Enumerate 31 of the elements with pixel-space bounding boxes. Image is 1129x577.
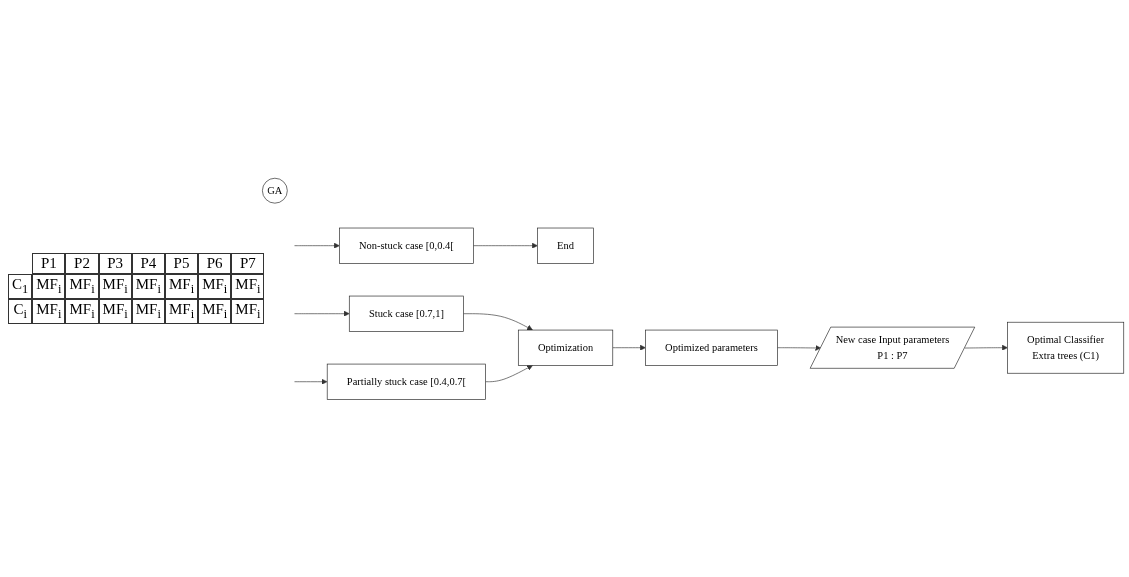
column-header: P7: [231, 253, 265, 274]
table-cell: MF$_{i}$: [198, 299, 232, 324]
node-box: Partially stuck case [0.4,0.7[: [326, 363, 486, 400]
node-box: Stuck case [0.7,1]: [348, 295, 464, 332]
table-cell: C$_{i}$: [8, 299, 33, 324]
node-box: Optimization: [517, 329, 614, 366]
table-cell: MF$_{i}$: [32, 274, 66, 299]
table-cell: MF$_{i}$: [32, 299, 66, 324]
table-cell: MF$_{i}$: [98, 274, 132, 299]
node-box: Optimized parameters: [645, 329, 778, 366]
table-cell: MF$_{i}$: [164, 299, 199, 324]
table-cell: MF$_{i}$: [131, 299, 165, 324]
column-header: P4: [131, 253, 165, 274]
column-header: P1: [32, 253, 66, 274]
column-header: P6: [198, 253, 232, 274]
node-box: End: [537, 227, 594, 264]
node-circle: GA: [262, 177, 288, 204]
table-cell: MF$_{i}$: [231, 299, 265, 324]
table-cell: MF$_{i}$: [131, 274, 165, 299]
node-box: Non-stuck case [0,0.4[: [339, 227, 474, 264]
table-cell: MF$_{i}$: [198, 274, 232, 299]
table-cell: MF$_{i}$: [231, 274, 265, 299]
table-cell: MF$_{i}$: [164, 274, 199, 299]
table-cell: C$_{1}$: [8, 274, 33, 299]
table-cell: MF$_{i}$: [98, 299, 132, 324]
node-box: Optimal Classifier Extra trees (C1): [1007, 321, 1125, 374]
table-cell: MF$_{i}$: [65, 274, 99, 299]
column-header: P2: [65, 253, 99, 274]
column-header: P3: [98, 253, 132, 274]
table-cell: MF$_{i}$: [65, 299, 99, 324]
column-header: P5: [164, 253, 199, 274]
